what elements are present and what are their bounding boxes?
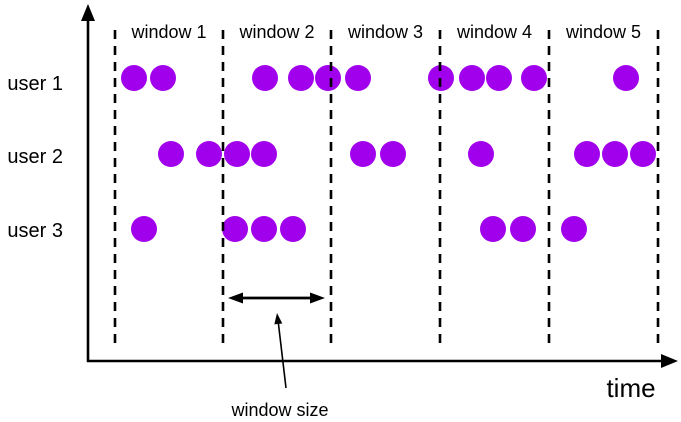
window-size-arrowhead-left (228, 292, 243, 304)
event-dot (224, 141, 250, 167)
event-dot (158, 141, 184, 167)
event-dot (150, 65, 176, 91)
event-dot (345, 65, 371, 91)
event-dot (510, 216, 536, 242)
event-dot (630, 141, 656, 167)
event-dot (350, 141, 376, 167)
event-dot (222, 216, 248, 242)
event-dot (380, 141, 406, 167)
time-axis-label: time (606, 373, 655, 403)
window-size-arrowhead-right (310, 292, 325, 304)
event-dot (196, 141, 222, 167)
event-dot (251, 216, 277, 242)
window-size-label: window size (230, 400, 328, 420)
window-label: window 1 (130, 22, 206, 42)
window-label: window 2 (238, 22, 314, 42)
event-dot (602, 141, 628, 167)
event-dot (252, 65, 278, 91)
event-dot (288, 65, 314, 91)
y-axis-arrowhead (81, 4, 95, 21)
event-dot (574, 141, 600, 167)
x-axis-arrowhead (661, 354, 678, 368)
annotation-pointer-arrowhead (274, 313, 283, 325)
event-dot (315, 65, 341, 91)
window-label: window 5 (565, 22, 641, 42)
event-dot (468, 141, 494, 167)
user-label: user 1 (7, 73, 63, 95)
user-label: user 2 (7, 146, 63, 168)
event-dot (459, 65, 485, 91)
event-dot (280, 216, 306, 242)
event-dot (480, 216, 506, 242)
event-dot (613, 65, 639, 91)
event-dot (251, 141, 277, 167)
window-label: window 4 (456, 22, 532, 42)
window-label: window 3 (347, 22, 423, 42)
event-dot (521, 65, 547, 91)
event-dot (121, 65, 147, 91)
annotation-pointer-line (277, 319, 287, 389)
event-dot (486, 65, 512, 91)
event-dot (131, 216, 157, 242)
user-label: user 3 (7, 220, 63, 242)
event-dot (561, 216, 587, 242)
